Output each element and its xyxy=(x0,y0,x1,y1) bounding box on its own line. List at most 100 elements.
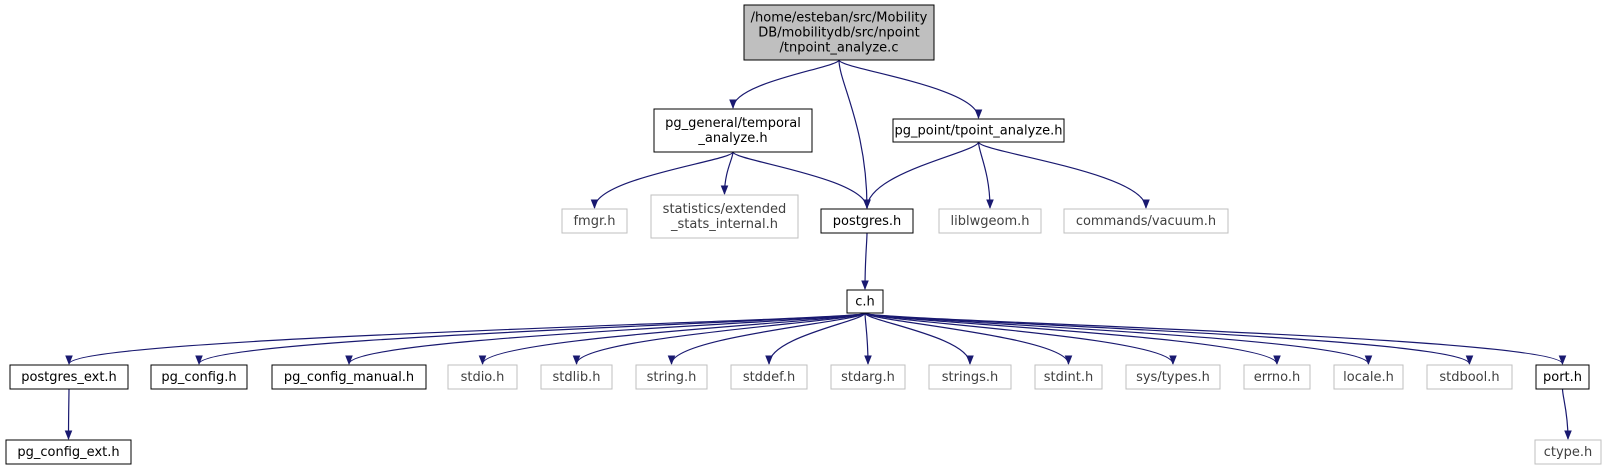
node-label: c.h xyxy=(855,295,875,310)
node-postgres-ext[interactable]: postgres_ext.h xyxy=(9,364,129,390)
node-box xyxy=(730,364,808,390)
node-box xyxy=(5,439,132,465)
node-box xyxy=(1333,364,1404,390)
edge-temporal_analyze-to-postgres xyxy=(732,151,871,209)
node-pg-config[interactable]: pg_config.h xyxy=(150,364,248,390)
node-vacuum: commands/vacuum.h xyxy=(1063,208,1229,234)
node-box xyxy=(1034,364,1103,390)
node-box xyxy=(892,118,1065,143)
node-liblwgeom: liblwgeom.h xyxy=(938,208,1042,234)
edge-c-to-stdio xyxy=(478,312,866,365)
node-label: /tnpoint_analyze.c xyxy=(780,41,899,56)
node-label: stdint.h xyxy=(1044,370,1093,385)
node-label: port.h xyxy=(1543,370,1582,385)
edge-tpoint_analyze-to-liblwgeom xyxy=(977,141,994,209)
node-box xyxy=(1426,364,1513,390)
node-pg-config-ext[interactable]: pg_config_ext.h xyxy=(5,439,132,465)
node-box xyxy=(650,194,799,239)
node-label: sys/types.h xyxy=(1136,370,1210,385)
node-box xyxy=(928,364,1012,390)
edge-temporal_analyze-to-stats_internal xyxy=(720,151,734,195)
node-root[interactable]: /home/esteban/src/MobilityDB/mobilitydb/… xyxy=(743,4,935,61)
node-box xyxy=(1063,208,1229,234)
edge-c-to-stdlib xyxy=(572,312,866,365)
nodes: /home/esteban/src/MobilityDB/mobilitydb/… xyxy=(5,4,1602,465)
node-box xyxy=(447,364,518,390)
node-box xyxy=(743,4,935,61)
node-fmgr: fmgr.h xyxy=(561,208,628,234)
node-pg-config-manual[interactable]: pg_config_manual.h xyxy=(271,364,427,390)
node-label: liblwgeom.h xyxy=(951,214,1030,229)
node-c[interactable]: c.h xyxy=(846,289,884,314)
node-box xyxy=(271,364,427,390)
node-temporal-analyze[interactable]: pg_general/temporal_analyze.h xyxy=(653,108,813,153)
node-label: postgres_ext.h xyxy=(21,370,117,385)
edges xyxy=(64,59,1572,440)
node-stdarg: stdarg.h xyxy=(830,364,906,390)
node-label: ctype.h xyxy=(1544,445,1593,460)
edge-temporal_analyze-to-fmgr xyxy=(590,151,734,209)
node-box xyxy=(150,364,248,390)
node-tpoint-analyze[interactable]: pg_point/tpoint_analyze.h xyxy=(892,118,1065,143)
node-postgres[interactable]: postgres.h xyxy=(820,208,914,234)
edge-c-to-stddef xyxy=(765,312,866,365)
node-label: commands/vacuum.h xyxy=(1076,214,1216,229)
edge-root-to-postgres xyxy=(838,59,871,209)
edge-root-to-tpoint_analyze xyxy=(838,59,983,119)
node-label: /home/esteban/src/Mobility xyxy=(751,11,928,26)
node-string: string.h xyxy=(635,364,708,390)
edge-c-to-stdint xyxy=(864,312,1073,365)
node-box xyxy=(938,208,1042,234)
node-strings: strings.h xyxy=(928,364,1012,390)
edge-c-to-pg_config_manual xyxy=(345,312,866,365)
edge-c-to-sys_types xyxy=(864,312,1177,365)
edge-c-to-strings xyxy=(864,312,974,365)
node-label: strings.h xyxy=(942,370,998,385)
node-label: stdio.h xyxy=(461,370,505,385)
edge-postgres_ext-to-pg_config_ext xyxy=(64,388,73,440)
node-box xyxy=(1125,364,1221,390)
node-box xyxy=(1243,364,1311,390)
edge-port-to-ctype xyxy=(1561,388,1572,440)
node-box xyxy=(653,108,813,153)
node-stddef: stddef.h xyxy=(730,364,808,390)
node-stdbool: stdbool.h xyxy=(1426,364,1513,390)
edge-c-to-port xyxy=(864,312,1567,365)
node-label: pg_config_ext.h xyxy=(17,445,119,460)
node-label: fmgr.h xyxy=(573,214,615,229)
node-box xyxy=(635,364,708,390)
edge-root-to-temporal_analyze xyxy=(729,59,840,109)
edge-postgres-to-c xyxy=(861,232,869,290)
node-stdlib: stdlib.h xyxy=(540,364,613,390)
edge-c-to-stdbool xyxy=(864,312,1474,365)
node-label: postgres.h xyxy=(833,214,902,229)
node-label: stddef.h xyxy=(743,370,795,385)
node-box xyxy=(9,364,129,390)
node-label: locale.h xyxy=(1343,370,1394,385)
node-label: string.h xyxy=(647,370,697,385)
node-stats-internal: statistics/extended_stats_internal.h xyxy=(650,194,799,239)
node-box xyxy=(540,364,613,390)
node-label: DB/mobilitydb/src/npoint xyxy=(758,26,919,41)
node-label: stdbool.h xyxy=(1439,370,1499,385)
node-locale: locale.h xyxy=(1333,364,1404,390)
node-box xyxy=(1535,364,1590,390)
node-label: errno.h xyxy=(1254,370,1301,385)
node-ctype: ctype.h xyxy=(1534,439,1602,465)
node-label: pg_config_manual.h xyxy=(284,370,414,385)
node-label: pg_general/temporal xyxy=(665,116,801,131)
node-box xyxy=(820,208,914,234)
node-box xyxy=(830,364,906,390)
edge-c-to-string xyxy=(667,312,866,365)
node-box xyxy=(1534,439,1602,465)
node-port[interactable]: port.h xyxy=(1535,364,1590,390)
node-label: stdarg.h xyxy=(841,370,895,385)
node-errno: errno.h xyxy=(1243,364,1311,390)
node-label: pg_point/tpoint_analyze.h xyxy=(895,124,1063,139)
node-label: _stats_internal.h xyxy=(670,217,778,232)
edge-tpoint_analyze-to-postgres xyxy=(863,141,980,209)
edge-tpoint_analyze-to-vacuum xyxy=(977,141,1150,209)
node-box xyxy=(561,208,628,234)
